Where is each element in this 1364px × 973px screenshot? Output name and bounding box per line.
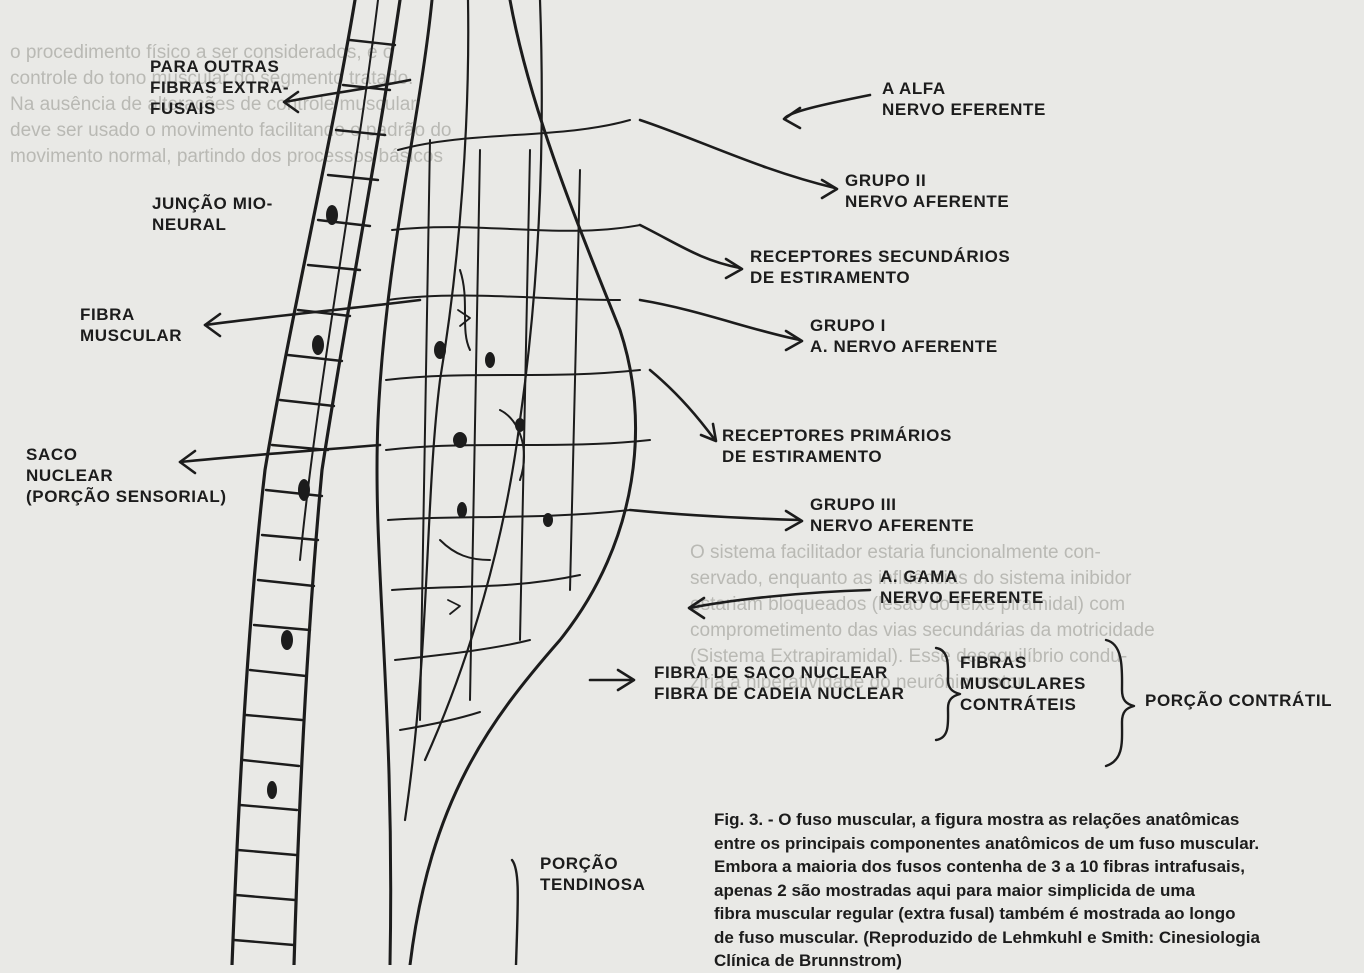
label-saco-nuclear: SACO NUCLEAR (PORÇÃO SENSORIAL)	[26, 444, 227, 507]
label-grupo-ii-aferente: GRUPO II NERVO AFERENTE	[845, 170, 1009, 212]
label-alfa-eferente: A ALFA NERVO EFERENTE	[882, 78, 1046, 120]
caption-line: Clínica de Brunnstrom)	[714, 949, 1354, 973]
label-receptores-secundarios: RECEPTORES SECUNDÁRIOS DE ESTIRAMENTO	[750, 246, 1010, 288]
label-fibras-nucleares: FIBRA DE SACO NUCLEAR FIBRA DE CADEIA NU…	[654, 662, 905, 704]
caption-line: entre os principais componentes anatômic…	[714, 832, 1354, 856]
label-grupo-iii-aferente: GRUPO III NERVO AFERENTE	[810, 494, 974, 536]
label-fibras-musculares-contrateis: FIBRAS MUSCULARES CONTRÁTEIS	[960, 652, 1086, 715]
label-fibra-muscular: FIBRA MUSCULAR	[80, 304, 182, 346]
caption-line: apenas 2 são mostradas aqui para maior s…	[714, 879, 1354, 903]
figure-caption: Fig. 3. - O fuso muscular, a figura most…	[714, 808, 1354, 973]
label-para-outras-fibras: PARA OUTRAS FIBRAS EXTRA- FUSAIS	[150, 56, 289, 119]
label-juncao-mioneural: JUNÇÃO MIO- NEURAL	[152, 193, 273, 235]
caption-line: de fuso muscular. (Reproduzido de Lehmku…	[714, 926, 1354, 950]
label-porcao-tendinosa: PORÇÃO TENDINOSA	[540, 853, 646, 895]
label-gama-eferente: A. GAMA NERVO EFERENTE	[880, 566, 1044, 608]
label-grupo-i-aferente: GRUPO I A. NERVO AFERENTE	[810, 315, 998, 357]
label-porcao-contratil: PORÇÃO CONTRÁTIL	[1145, 690, 1332, 711]
caption-line: fibra muscular regular (extra fusal) tam…	[714, 902, 1354, 926]
nerve-network	[386, 120, 650, 730]
caption-line: Fig. 3. - O fuso muscular, a figura most…	[714, 808, 1354, 832]
label-receptores-primarios: RECEPTORES PRIMÁRIOS DE ESTIRAMENTO	[722, 425, 952, 467]
extrafusal-fiber	[232, 0, 400, 965]
caption-line: Embora a maioria dos fusos contenha de 3…	[714, 855, 1354, 879]
